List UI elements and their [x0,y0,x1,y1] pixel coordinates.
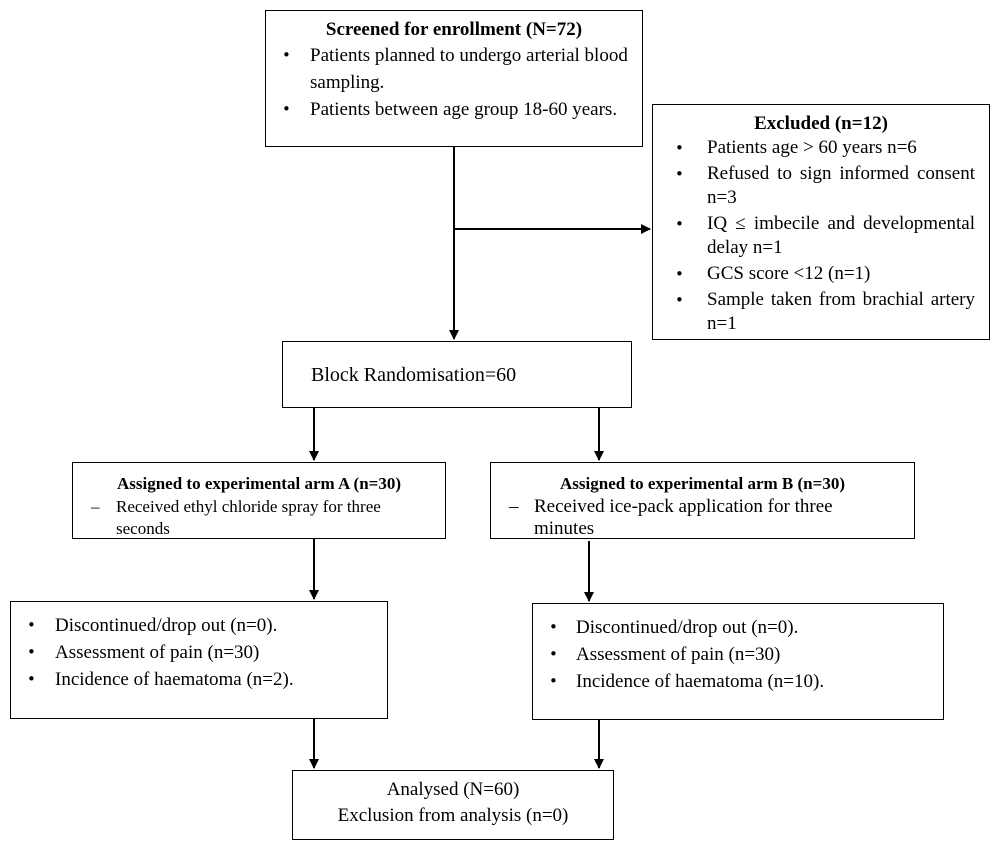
analysis-exclusion: Exclusion from analysis (n=0) [337,805,569,826]
screened-item: Patients between age group 18-60 years. [266,96,628,123]
arm-a-title: Assigned to experimental arm A (n=30) [116,474,402,493]
randomisation-label: Block Randomisation=60 [311,364,517,386]
arm-b-box: Assigned to experimental arm B (n=30) Re… [490,462,915,539]
screened-title: Screened for enrollment (N=72) [325,19,583,40]
screened-list: Patients planned to undergo arterial blo… [266,42,642,123]
outcome-a-item: Incidence of haematoma (n=2). [11,666,387,693]
excluded-box: Excluded (n=12) Patients age > 60 years … [652,104,990,340]
outcome-b-list: Discontinued/drop out (n=0). Assessment … [533,614,943,695]
excluded-item: IQ ≤ imbecile and developmental delay n=… [653,212,975,260]
outcome-b-box: Discontinued/drop out (n=0). Assessment … [532,603,944,720]
arm-a-item: Received ethyl chloride spray for three … [73,496,415,540]
excluded-title: Excluded (n=12) [754,113,888,134]
excluded-item: Refused to sign informed consent n=3 [653,162,975,210]
outcome-a-item: Discontinued/drop out (n=0). [11,612,387,639]
analysed-box: Analysed (N=60) Exclusion from analysis … [292,770,614,840]
outcome-a-list: Discontinued/drop out (n=0). Assessment … [11,612,387,693]
arm-a-box: Assigned to experimental arm A (n=30) Re… [72,462,446,539]
arm-b-item: Received ice-pack application for three … [491,496,874,540]
screened-box: Screened for enrollment (N=72) Patients … [265,10,643,147]
outcome-a-item: Assessment of pain (n=30) [11,639,387,666]
analysed-count: Analysed (N=60) [386,779,520,800]
randomisation-box: Block Randomisation=60 [282,341,632,408]
excluded-item: Patients age > 60 years n=6 [653,136,975,160]
outcome-a-box: Discontinued/drop out (n=0). Assessment … [10,601,388,719]
outcome-b-item: Incidence of haematoma (n=10). [533,668,943,695]
excluded-item: Sample taken from brachial artery n=1 [653,288,975,336]
arm-b-title: Assigned to experimental arm B (n=30) [560,474,845,493]
excluded-list: Patients age > 60 years n=6 Refused to s… [653,136,989,336]
outcome-b-item: Discontinued/drop out (n=0). [533,614,943,641]
arm-a-list: Received ethyl chloride spray for three … [73,496,445,540]
excluded-item: GCS score <12 (n=1) [653,262,975,286]
screened-item: Patients planned to undergo arterial blo… [266,42,628,96]
arm-b-list: Received ice-pack application for three … [491,496,914,540]
outcome-b-item: Assessment of pain (n=30) [533,641,943,668]
